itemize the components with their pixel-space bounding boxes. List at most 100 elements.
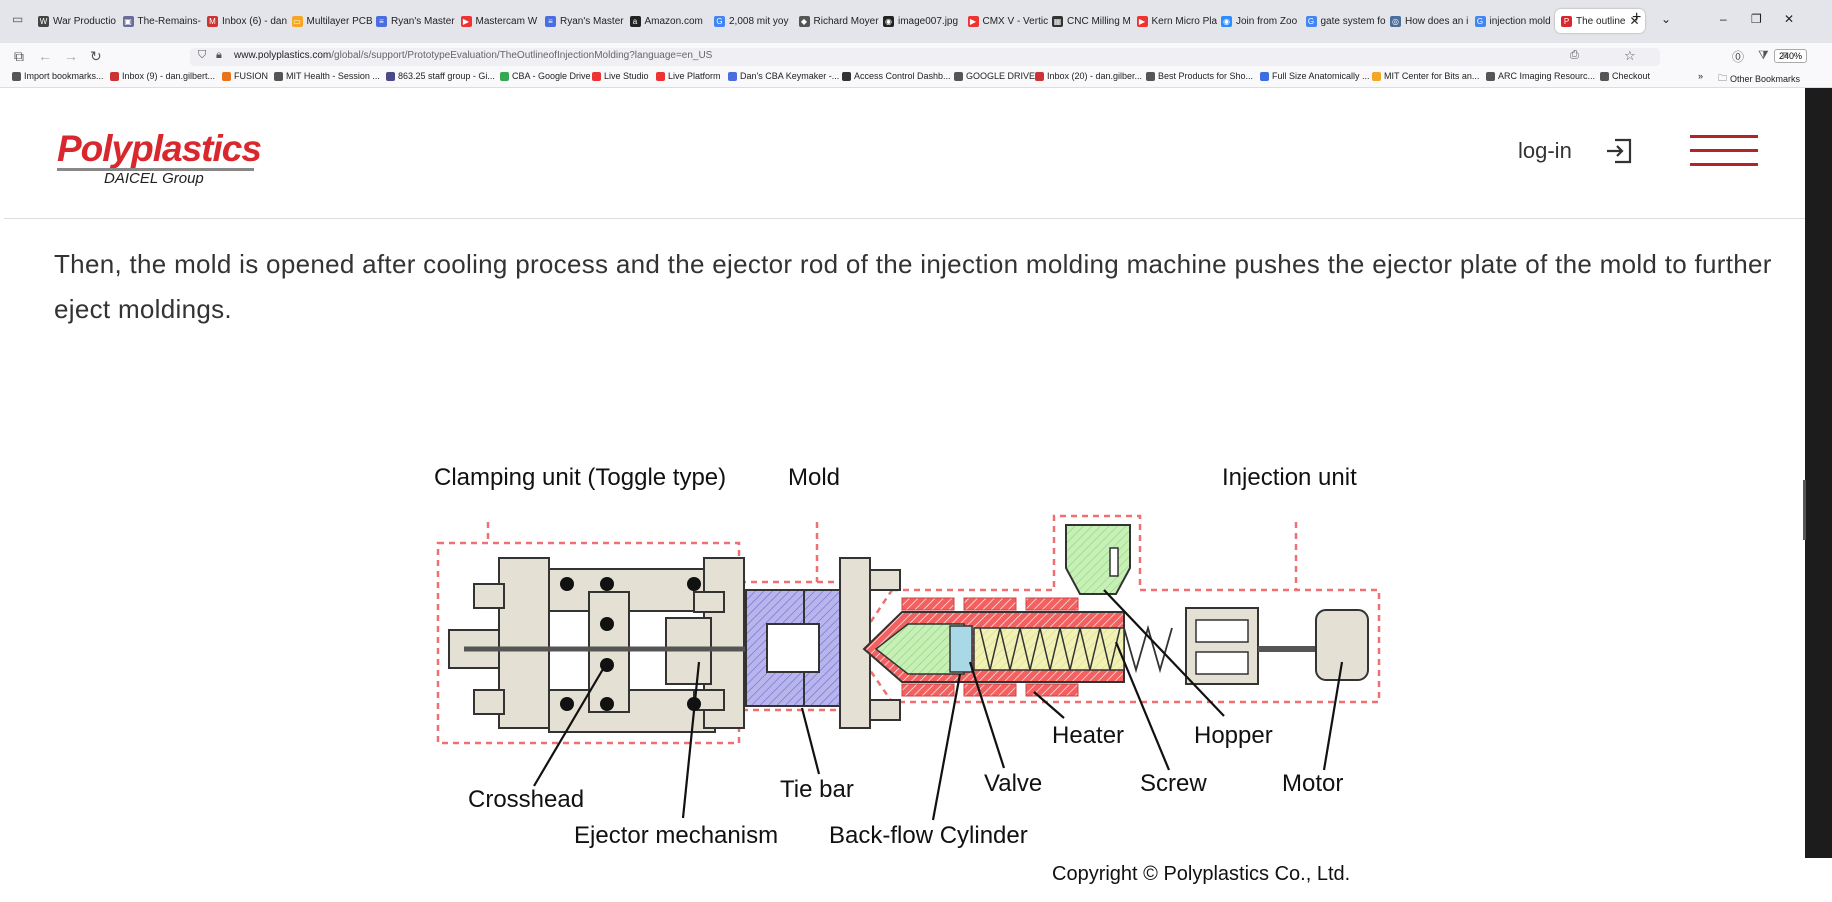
browser-tab[interactable]: ≡ Ryan's Master [376,10,455,32]
extension-icon[interactable]: ⓪ [1732,50,1745,64]
browser-tab[interactable]: ▶Kern Micro Pla [1136,10,1217,32]
pointer-lines [533,589,1344,821]
label-mold: Mold [788,464,840,491]
lock-icon[interactable]: 🔒︎ [216,49,222,61]
other-bookmarks[interactable]: 🗀︎Other Bookmarks [1718,71,1800,87]
extensions-puzzle-icon[interactable]: ⧩ [1758,48,1769,62]
label-motor: Motor [1282,770,1343,797]
folder-icon: 🗀︎ [1718,73,1728,83]
bookmark-item[interactable]: Best Products for Sho... [1146,71,1253,81]
bookmark-item[interactable]: Live Studio [592,71,649,81]
page-scrollbar[interactable] [1805,88,1832,858]
restore-icon[interactable]: ❐ [1751,12,1762,26]
browser-tab[interactable]: ▦CNC Milling M [1052,10,1131,32]
bookmark-label: Live Studio [604,71,649,81]
label-valve: Valve [984,770,1042,797]
browser-tab[interactable]: ▶Mastercam W [460,10,537,32]
bookmark-item[interactable]: CBA - Google Drive [500,71,591,81]
browser-tab[interactable]: M Inbox (6) - dan [207,10,287,32]
gmail-icon: M [207,15,218,27]
bookmark-favicon-icon [1372,71,1381,81]
menu-hamburger-icon[interactable] [1690,135,1758,169]
bookmark-item[interactable]: GOOGLE DRIVE [954,71,1035,81]
bookmark-label: Best Products for Sho... [1158,71,1254,81]
docs-icon: ≡ [376,15,387,27]
browser-tab[interactable]: ≡Ryan's Master [545,10,624,32]
bookmark-item[interactable]: FUSION [222,71,268,81]
bookmarks-overflow-icon[interactable]: » [1698,71,1704,81]
bookmark-item[interactable]: Checkout [1600,71,1650,81]
minimize-icon[interactable]: – [1720,12,1727,26]
browser-tab-label: Ryan's Master [391,15,455,27]
youtube-icon: ▶ [1136,15,1148,27]
bookmark-item[interactable]: Live Platform [656,71,721,81]
google-icon: G [1305,15,1317,27]
browser-tab[interactable]: ▣The-Remains- [122,10,201,32]
google-icon: G [1474,15,1486,27]
url-text[interactable]: www.polyplastics.com/global/s/support/Pr… [234,50,713,61]
reload-icon[interactable]: ↻ [90,48,102,64]
bookmark-item[interactable]: MIT Health - Session ... [274,71,380,81]
bookmark-item[interactable]: Dan's CBA Keymaker -... [728,71,839,81]
browser-tab-label: Kern Micro Pla [1151,15,1218,27]
bookmark-item[interactable]: Full Size Anatomically ... [1260,71,1370,81]
bookmark-item[interactable]: Inbox (20) - dan.gilber... [1035,71,1142,81]
injection-molding-diagram: Clamping unit (Toggle type) Mold Injecti… [434,464,1381,885]
bookmark-item[interactable]: 863.25 staff group - Gi... [386,71,495,81]
sidebar-toggle-icon[interactable]: ⧉ [14,48,24,64]
browser-tab-label: CNC Milling M [1067,15,1131,27]
browser-tab[interactable]: ◉Join from Zoo [1221,10,1297,32]
screw-flights-outside [1123,624,1173,674]
bookmark-item[interactable]: MIT Center for Bits an... [1372,71,1479,81]
app-menu-icon[interactable]: ≡ [1782,48,1790,62]
browser-tab[interactable]: ◎How does an i [1390,10,1468,32]
fixed-platen [839,557,871,729]
browser-tab[interactable]: ▭Multilayer PCB [291,10,373,32]
hamburger-bar [1690,135,1758,138]
mold-cavity [766,623,820,673]
injection-unit-boundary [852,514,1381,704]
bookmark-label: MIT Center for Bits an... [1384,71,1480,81]
page-viewport: Polyplastics DAICEL Group log-in Then, t… [4,88,1805,885]
address-bar[interactable]: ⛉ 🔒︎ www.polyplastics.com/global/s/suppo… [190,48,1808,66]
reader-view-icon[interactable]: ⎙ [1570,49,1579,61]
zoom-level-badge[interactable]: 240% [1774,49,1808,63]
close-window-icon[interactable]: ✕ [1784,12,1795,26]
browser-tab[interactable]: ◉image007.jpg [883,10,958,32]
back-icon[interactable]: ← [38,48,52,64]
close-tab-icon[interactable]: ✕ [1629,14,1640,28]
login-link[interactable]: log-in [1518,138,1572,163]
bookmark-favicon-icon [386,71,395,81]
tab-list-chevron-icon[interactable]: ⌄ [1661,12,1672,26]
bookmark-favicon-icon [274,71,283,81]
bookmark-star-icon[interactable]: ☆ [1624,48,1636,63]
bookmark-favicon-icon [12,71,21,81]
bookmark-label: Inbox (20) - dan.gilber... [1047,71,1143,81]
label-screw: Screw [1140,770,1207,797]
browser-tab-label: 2,008 mit yoy [729,15,789,27]
browser-tab[interactable]: ▶CMX V - Vertic [967,10,1048,32]
new-tab-button[interactable]: + [1632,9,1642,26]
browser-tab[interactable]: ◆Richard Moyer [798,10,879,32]
slides-icon: ▭ [291,15,303,27]
bookmark-favicon-icon [592,71,601,81]
forward-icon[interactable]: → [64,48,78,64]
bookmark-item[interactable]: Import bookmarks... [12,71,104,81]
browser-tab-label: CMX V - Vertic [982,15,1049,27]
scrollbar-thumb[interactable] [1803,480,1806,540]
toggle-pins [560,577,701,711]
browser-tab-label: Inbox (6) - dan [222,15,288,27]
shield-icon[interactable]: ⛉ [198,49,207,61]
bookmark-item[interactable]: Inbox (9) - dan.gilbert... [110,71,215,81]
bookmark-item[interactable]: ARC Imaging Resourc... [1486,71,1595,81]
login-icon[interactable] [1605,138,1633,164]
tab-overview-icon[interactable]: ▭ [12,12,24,26]
bookmark-item[interactable]: Access Control Dashb... [842,71,951,81]
